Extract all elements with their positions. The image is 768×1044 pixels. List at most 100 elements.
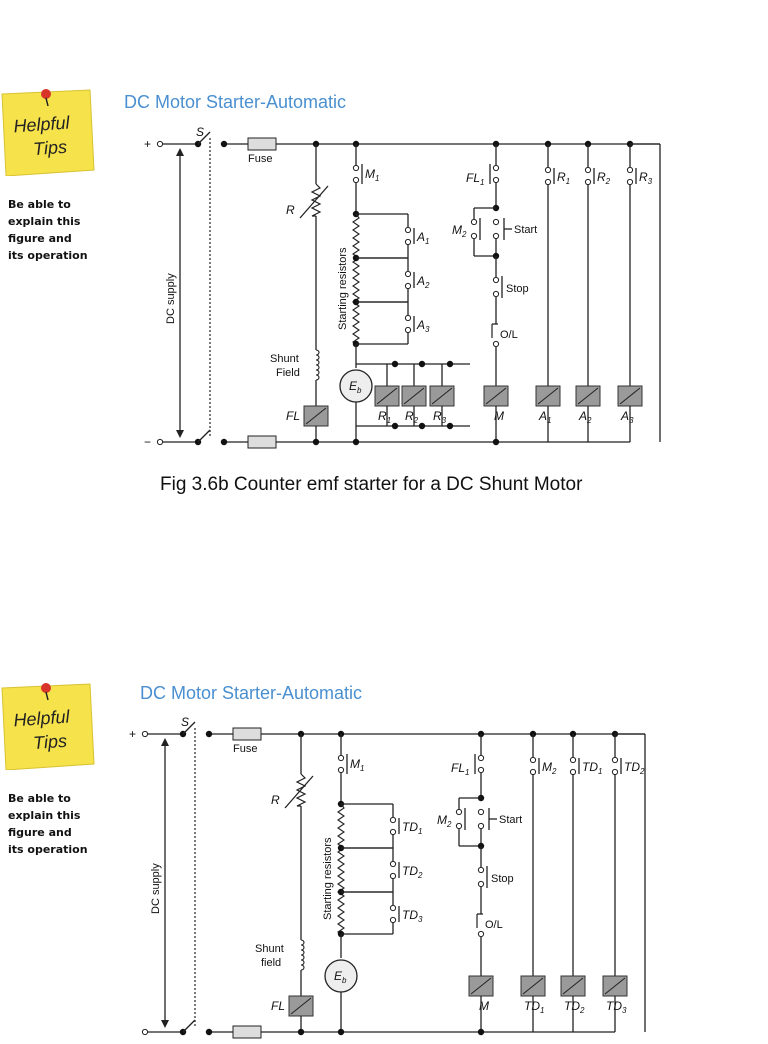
coil-label: TD3: [606, 999, 627, 1015]
terminal-ring: [477, 754, 485, 762]
terminal-ring: [492, 232, 500, 240]
junction-dot: [205, 730, 213, 738]
terminal-ring: [492, 340, 500, 348]
contact-subscript: 3: [425, 325, 430, 334]
switch-label: S: [181, 715, 189, 729]
coil-slash: [290, 997, 312, 1015]
junction-dot: [492, 438, 500, 446]
slide-title: DC Motor Starter-Automatic: [124, 92, 347, 112]
terminal-ring: [455, 808, 463, 816]
contact-label: TD3: [402, 908, 423, 924]
contact-subscript: 2: [639, 767, 645, 776]
main-coil-label: M: [479, 999, 489, 1013]
coil-slash: [470, 977, 492, 995]
terminal-ring: [404, 226, 412, 234]
fuse-icon: [232, 727, 262, 741]
terminal-ring: [156, 140, 164, 148]
plus-terminal-label: +: [129, 727, 136, 741]
coil-label: A2: [578, 409, 592, 425]
coil-subscript: 3: [442, 416, 447, 425]
starting-resistors: [337, 803, 345, 935]
field-label: Field: [276, 367, 300, 379]
slide-title: DC Motor Starter-Automatic: [140, 683, 363, 703]
circuit-diagram: +−SDC supplyFuseRShuntFieldFLM1Starting …: [144, 125, 661, 449]
junction-dot: [446, 422, 454, 430]
contact-subscript: 2: [551, 767, 557, 776]
main-contact-label: M1: [350, 757, 364, 773]
coil-slash: [485, 387, 507, 405]
terminal-ring: [626, 166, 634, 174]
switch-blade: [182, 1019, 196, 1033]
contact-label: A3: [416, 318, 430, 334]
coil-subscript: 2: [413, 416, 419, 425]
junction-dot: [352, 438, 360, 446]
arrowhead-icon: [176, 148, 184, 156]
coil-slash: [376, 387, 398, 405]
contact-label: R2: [597, 170, 611, 186]
terminal-ring: [529, 768, 537, 776]
coil-subscript: 1: [387, 416, 391, 425]
shunt-label: Shunt: [270, 353, 299, 365]
terminal-ring: [477, 766, 485, 774]
terminal-ring: [492, 290, 500, 298]
junction-dot: [391, 422, 399, 430]
terminal-ring: [141, 730, 149, 738]
junction-dot: [312, 438, 320, 446]
start-button-label: Start: [514, 224, 537, 236]
junction-dot: [297, 1028, 305, 1036]
coil-slash: [403, 387, 425, 405]
junction-dot: [220, 438, 228, 446]
overload-label: O/L: [500, 329, 518, 341]
overload-contact: [476, 913, 483, 928]
contact-subscript: 1: [418, 827, 422, 836]
tip-text: Be able to explain this figure and its o…: [8, 198, 88, 262]
coil-subscript: 3: [622, 1006, 627, 1015]
contact-label: TD1: [402, 820, 422, 836]
contact-subscript: 2: [605, 177, 611, 186]
coil-subscript: 1: [547, 416, 551, 425]
terminal-ring: [477, 866, 485, 874]
contact-subscript: 1: [480, 178, 484, 187]
switch-label: S: [196, 125, 204, 139]
fuse-icon: [247, 435, 277, 449]
terminal-ring: [455, 822, 463, 830]
contact-subscript: 1: [598, 767, 602, 776]
shunt-label: Shunt: [255, 943, 284, 955]
field-label: field: [261, 957, 281, 969]
rheostat-arrow: [299, 185, 329, 219]
pushpin-icon: [41, 89, 51, 99]
contact-subscript: 1: [465, 768, 469, 777]
terminal-ring: [470, 232, 478, 240]
contact-subscript: 1: [375, 174, 379, 183]
terminal-ring: [569, 768, 577, 776]
coil-subscript: 1: [540, 1006, 544, 1015]
coil-label: A3: [620, 409, 634, 425]
terminal-ring: [477, 930, 485, 938]
armature-subscript: b: [357, 386, 362, 395]
stop-button-label: Stop: [491, 873, 514, 885]
terminal-ring: [626, 178, 634, 186]
start-button-label: Start: [499, 814, 522, 826]
terminal-ring: [404, 314, 412, 322]
dc-supply-label: DC supply: [165, 273, 177, 324]
stop-button-label: Stop: [506, 283, 529, 295]
contact-label: A2: [416, 274, 430, 290]
terminal-ring: [389, 816, 397, 824]
terminal-ring: [611, 756, 619, 764]
junction-dot: [418, 422, 426, 430]
terminal-ring: [404, 326, 412, 334]
contact-subscript: 3: [418, 915, 423, 924]
coil-label: TD2: [564, 999, 585, 1015]
junction-dot: [391, 360, 399, 368]
coil-label: R2: [405, 409, 419, 425]
junction-dot: [477, 1028, 485, 1036]
terminal-ring: [389, 872, 397, 880]
overload-contact: [491, 323, 498, 338]
contact-subscript: 2: [461, 230, 467, 239]
fuse-icon: [232, 1025, 262, 1039]
pushpin-needle: [45, 691, 49, 701]
